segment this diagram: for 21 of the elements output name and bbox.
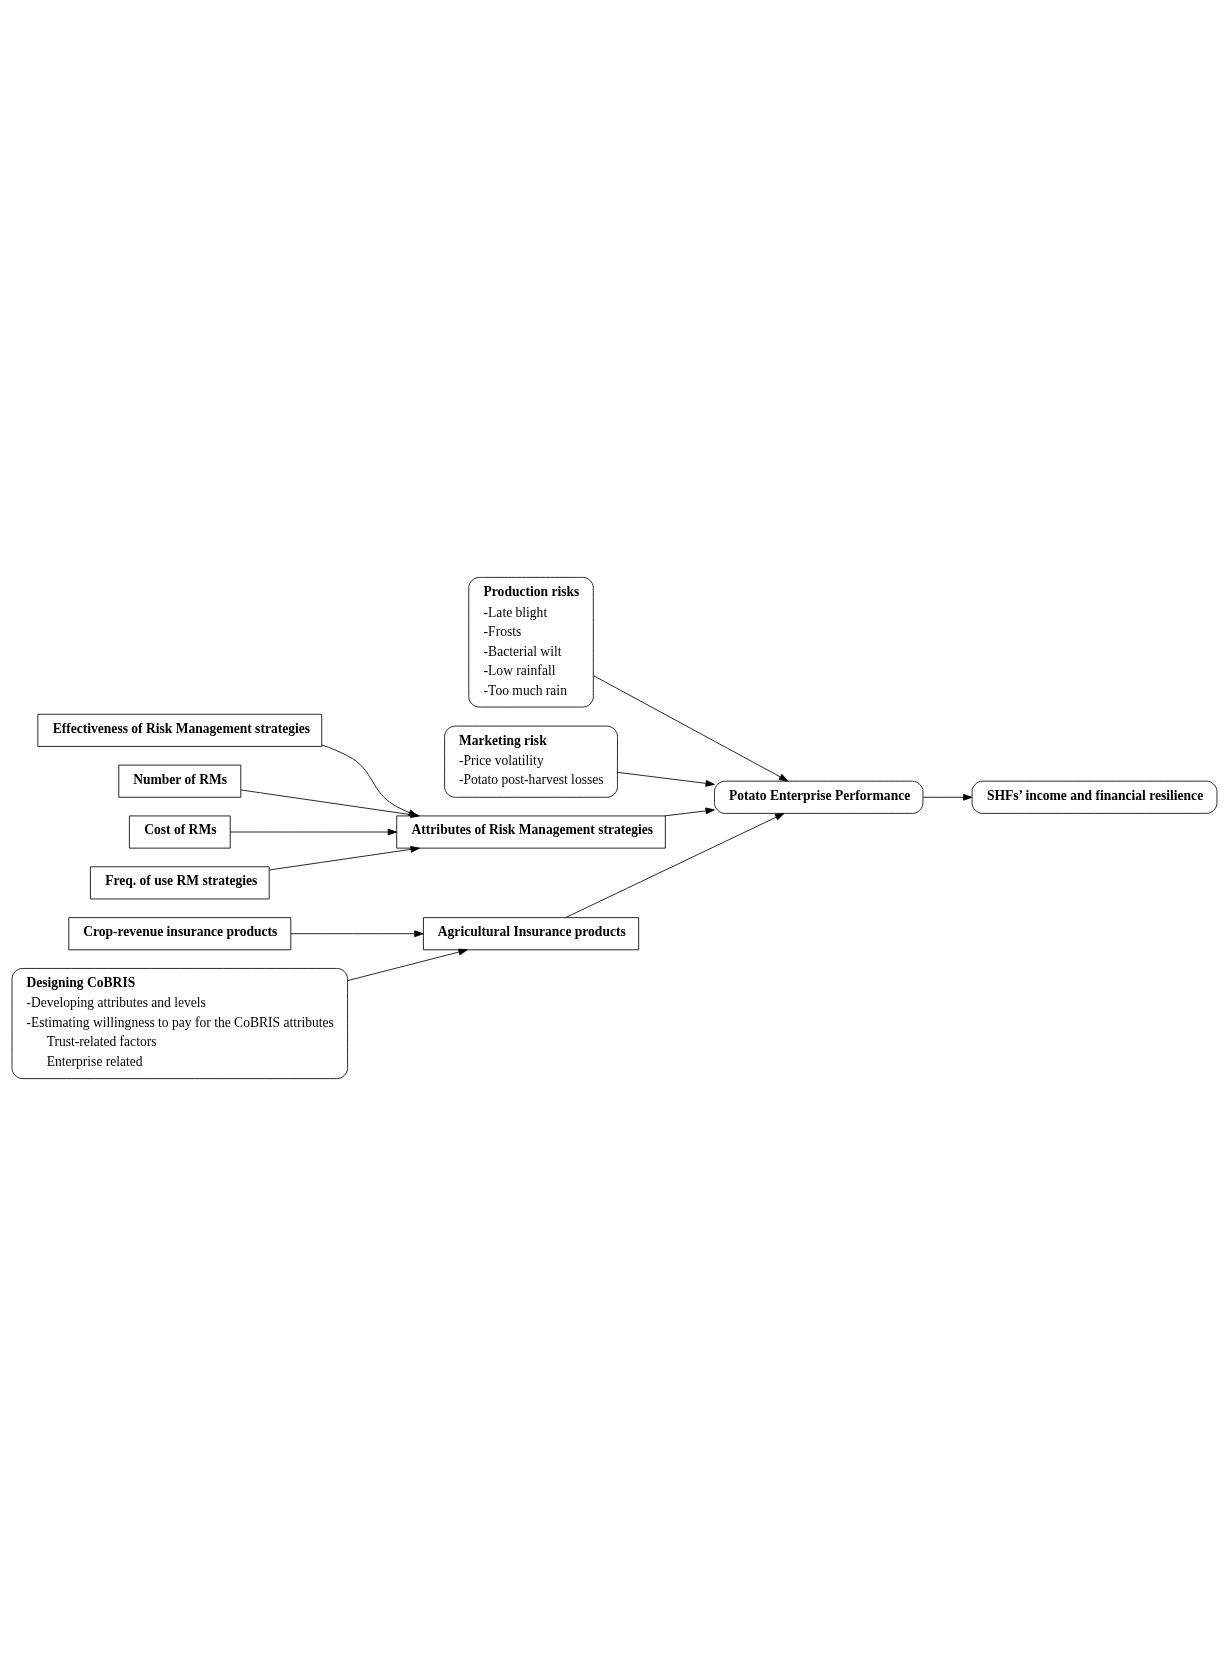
node-box: Attributes of Risk Management strategies xyxy=(396,815,666,849)
node-box: Marketing risk -Price volatility -Potato post-harvest losses xyxy=(444,725,618,798)
arrow xyxy=(617,771,715,787)
node-box: Agricultural Insurance products xyxy=(423,917,640,951)
arrow xyxy=(290,930,424,938)
arrow xyxy=(664,807,715,817)
node-box: Effectiveness of Risk Management strategies xyxy=(37,713,323,747)
node-box: SHFs’ income and financial resilience xyxy=(971,780,1218,814)
node-box: Cost of RMs xyxy=(128,815,231,849)
node-box: Number of RMs xyxy=(118,764,242,798)
arrow xyxy=(565,813,785,918)
node-box: Production risks -Late blight -Frosts -Bacterial wilt -Low rainfall -Too much rain xyxy=(468,576,594,708)
node-box: Designing CoBRIS -Developing attributes and levels -Estimating willingness to pay for the CoBRIS attributes Trust-related factors Enterprise related xyxy=(11,968,348,1080)
node-box: Potato Enterprise Performance xyxy=(714,780,924,814)
arrow xyxy=(229,828,397,836)
node-box: Freq. of use RM strategies xyxy=(89,866,270,900)
arrow xyxy=(268,846,420,871)
arrow xyxy=(347,948,468,981)
node-box: Crop-revenue insurance products xyxy=(68,917,292,951)
arrow xyxy=(593,675,789,782)
arrow xyxy=(922,793,973,801)
